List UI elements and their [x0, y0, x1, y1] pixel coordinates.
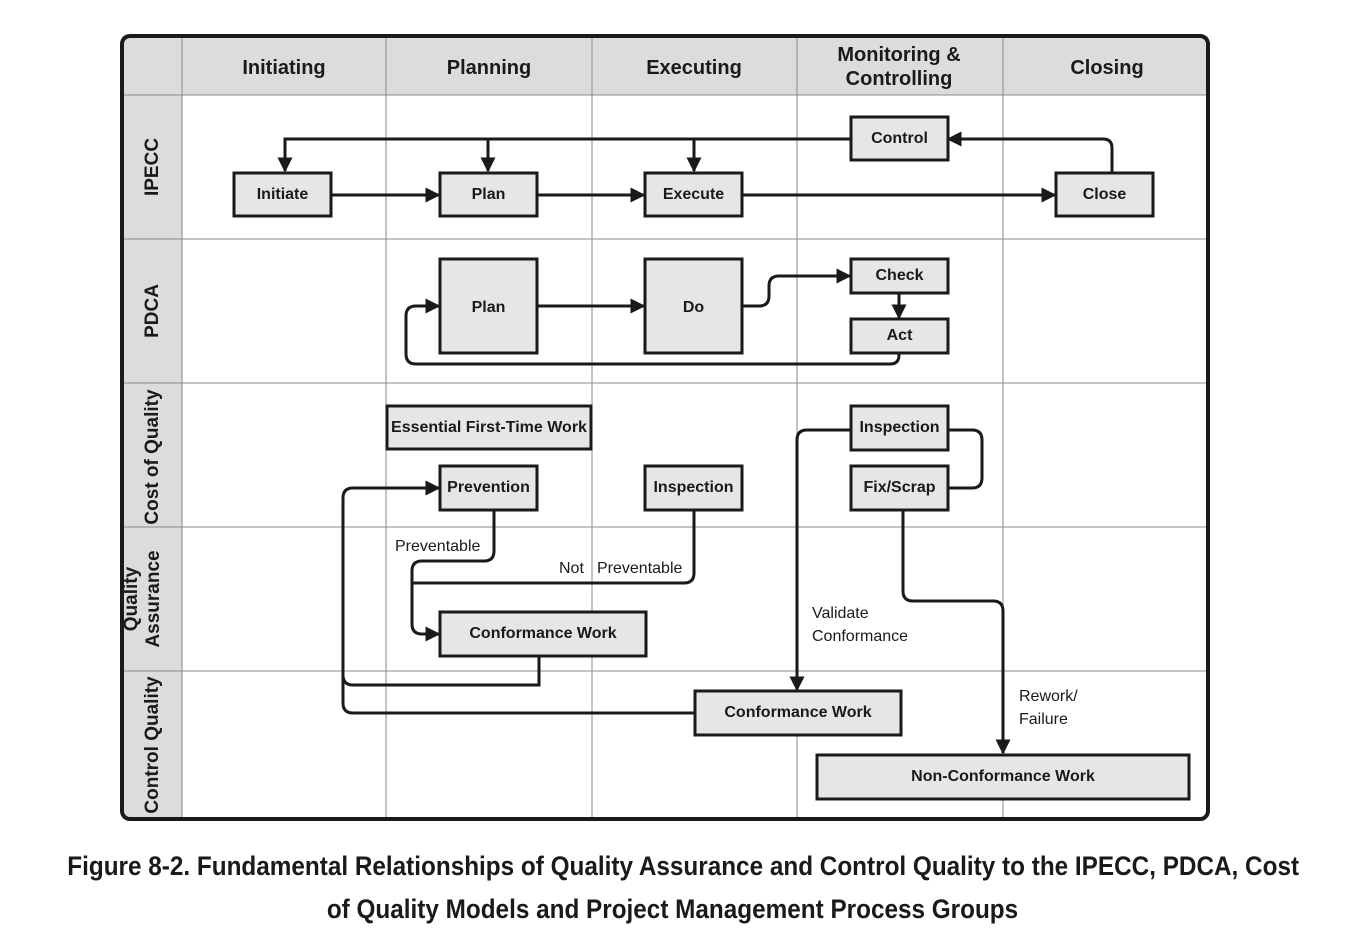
box-cq-conformance-work: Conformance Work	[693, 689, 903, 737]
arrow-prevention-to-conformance	[410, 510, 496, 642]
arrow-inspection-to-conformance-work	[789, 428, 850, 692]
box-pdca-act-label: Act	[887, 327, 913, 344]
box-inspection-monitoring-label: Inspection	[859, 419, 939, 436]
box-close-label: Close	[1083, 186, 1127, 203]
box-execute-label: Execute	[663, 186, 724, 203]
column-header-band	[122, 36, 1208, 95]
box-qa-conformance-work: Conformance Work	[438, 610, 648, 658]
row-header-cost-of-quality: Cost of Quality	[142, 389, 163, 525]
arrow-inspection-to-conformance	[412, 510, 696, 585]
box-pdca-plan-label: Plan	[472, 299, 506, 316]
arrow-close-to-control	[946, 131, 1114, 172]
box-inspection-executing-label: Inspection	[653, 479, 733, 496]
box-close: Close	[1054, 171, 1155, 218]
figure-caption: Figure 8-2. Fundamental Relationships of…	[67, 845, 1300, 931]
box-pdca-plan: Plan	[438, 257, 539, 355]
connectors	[277, 131, 1114, 755]
column-header-monitoring-controlling: Monitoring &Controlling	[837, 44, 960, 90]
row-header-ipecc: IPECC	[142, 138, 163, 196]
label-failure: Failure	[1019, 711, 1068, 728]
box-non-conformance-work-label: Non-Conformance Work	[911, 768, 1095, 785]
column-header-planning: Planning	[447, 57, 531, 79]
box-ipecc-plan-label: Plan	[472, 186, 506, 203]
column-header-closing: Closing	[1070, 57, 1143, 79]
label-preventable: Preventable	[395, 538, 480, 555]
label-validate: Validate	[812, 605, 869, 622]
label-rework: Rework/	[1019, 688, 1078, 705]
box-pdca-do-label: Do	[683, 299, 705, 316]
box-cq-conformance-work-label: Conformance Work	[724, 704, 871, 721]
box-inspection-executing: Inspection	[643, 464, 744, 512]
box-control-label: Control	[871, 130, 928, 147]
box-control: Control	[849, 115, 950, 162]
box-fix-scrap-label: Fix/Scrap	[863, 479, 935, 496]
box-non-conformance-work: Non-Conformance Work	[815, 753, 1191, 801]
diagram-frame	[120, 34, 1210, 821]
label-not: Not	[559, 560, 584, 577]
box-essential-first-time-work: Essential First-Time Work	[385, 404, 593, 451]
row-header-control-quality: Control Quality	[142, 676, 163, 814]
row-header-pdca: PDCA	[142, 284, 163, 338]
label-conformance: Conformance	[812, 628, 908, 645]
box-execute: Execute	[643, 171, 744, 218]
box-prevention-label: Prevention	[447, 479, 530, 496]
arrow-control-to-initiate	[277, 137, 851, 173]
column-header-executing: Executing	[646, 57, 742, 79]
box-pdca-act: Act	[849, 317, 950, 355]
box-ipecc-plan: Plan	[438, 171, 539, 218]
arrow-do-to-check	[742, 268, 852, 308]
arrow-fixscrap-to-nonconformance	[901, 510, 1011, 755]
box-pdca-do: Do	[643, 257, 744, 355]
figure-caption-line-2: of Quality Models and Project Management…	[326, 894, 1019, 924]
column-header-initiating: Initiating	[242, 57, 325, 79]
box-essential-first-time-work-label: Essential First-Time Work	[391, 419, 587, 436]
box-pdca-check-label: Check	[875, 267, 923, 284]
box-fix-scrap: Fix/Scrap	[849, 464, 950, 512]
box-initiate: Initiate	[232, 171, 333, 218]
arrow-act-to-plan	[404, 298, 901, 366]
label-not-preventable: Preventable	[597, 560, 682, 577]
box-inspection-monitoring: Inspection	[849, 404, 950, 452]
box-prevention: Prevention	[438, 464, 539, 512]
box-initiate-label: Initiate	[257, 186, 309, 203]
arrow-inspection-fixscrap-loop	[948, 428, 984, 490]
figure-caption-line-1: Figure 8-2. Fundamental Relationships of…	[67, 851, 1300, 881]
box-pdca-check: Check	[849, 257, 950, 295]
box-qa-conformance-work-label: Conformance Work	[469, 625, 616, 642]
arrow-cq-conformance-to-prevention	[341, 675, 695, 715]
row-header-band	[122, 95, 182, 819]
row-header-quality-assurance: QualityAssurance	[121, 550, 164, 647]
